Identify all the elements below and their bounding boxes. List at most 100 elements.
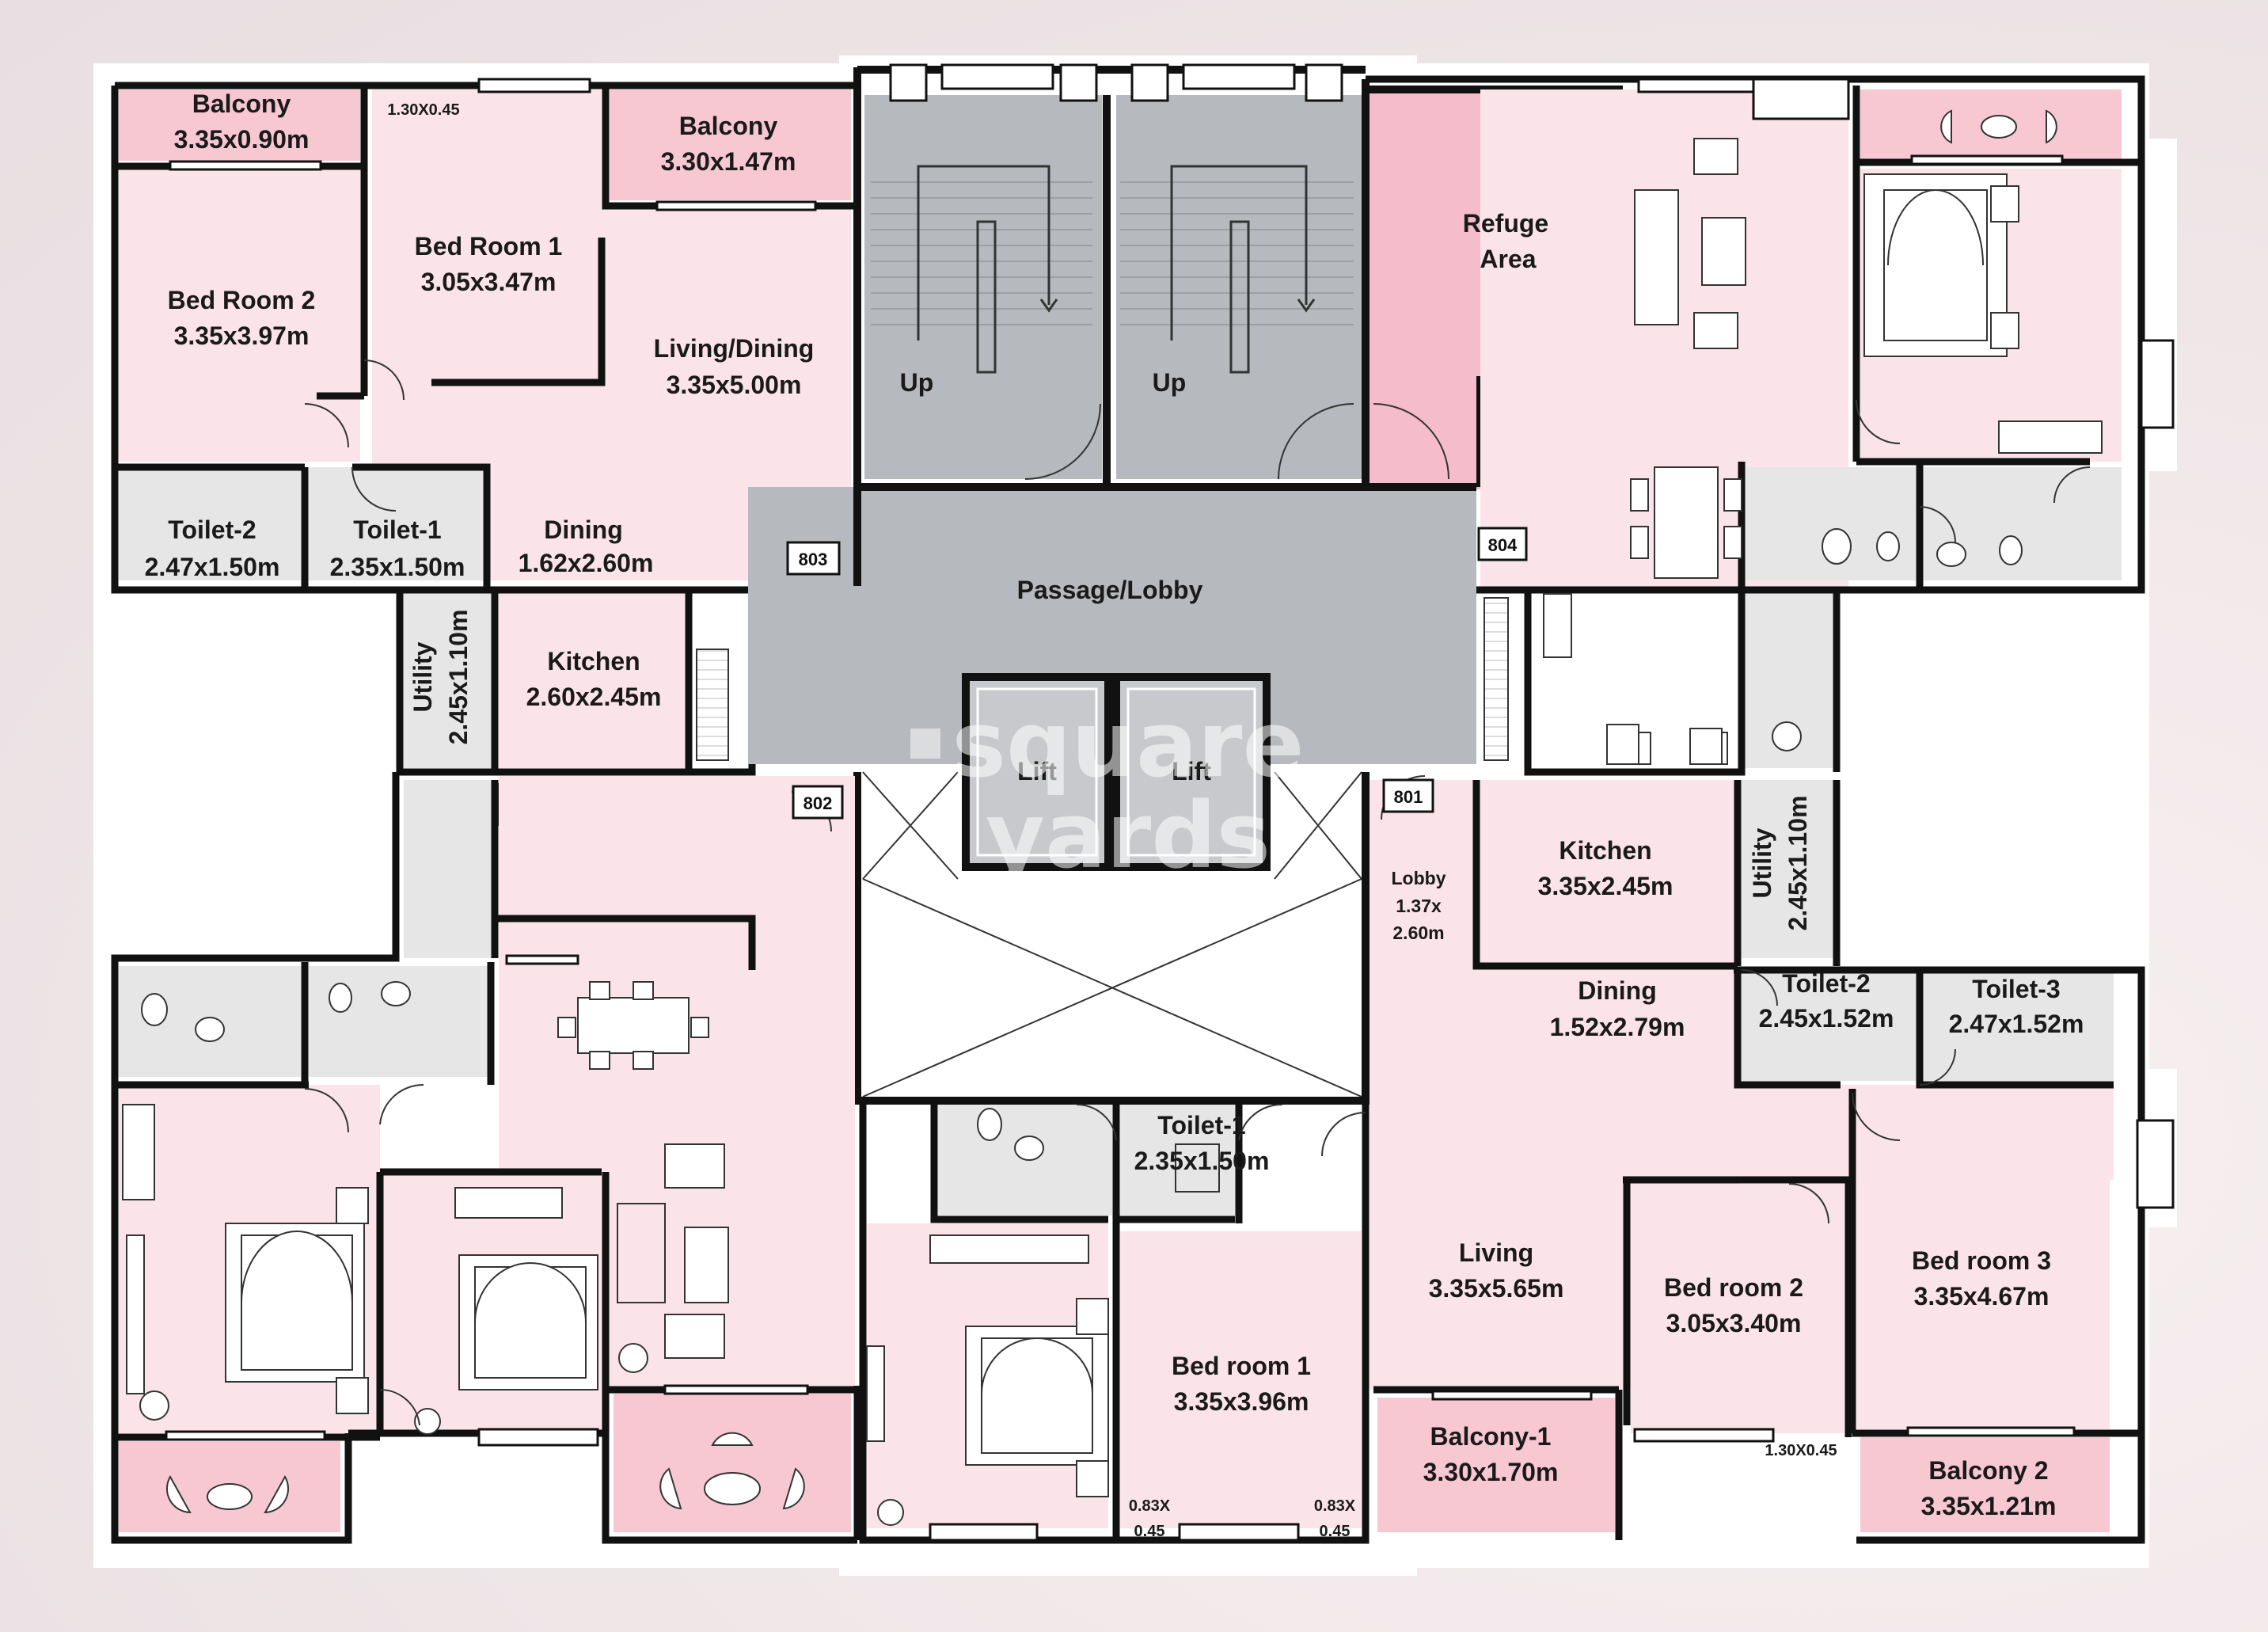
room-fill-801-bed-2 (1631, 1184, 1844, 1433)
flat-802 (111, 772, 861, 1544)
windows-801 (929, 1119, 2175, 1542)
label-801-bedroom-3-size: 3.35x4.67m (1914, 1282, 2050, 1311)
room-fill-801-utility (1742, 780, 1837, 958)
stair-right (1116, 95, 1362, 479)
label-core-lift-left: Lift (1017, 757, 1057, 786)
room-fill-803-utility (404, 590, 495, 768)
flat-tag-803: 803 (786, 541, 841, 576)
flat-tag-802-text: 802 (803, 793, 833, 813)
room-fill-803-kitchen (499, 590, 685, 768)
flat-tag-804: 804 (1477, 527, 1528, 561)
core-windows (889, 63, 1343, 102)
label-802-window-right-1: 0.83X (1314, 1497, 1356, 1515)
label-801-balcony-1-name: Balcony-1 (1430, 1422, 1552, 1451)
label-803-dining-name: Dining (544, 515, 623, 544)
label-803-toilet-1-size: 2.35x1.50m (330, 553, 465, 581)
room-fill-802-balcony-b (614, 1394, 851, 1532)
label-803-kitchen-size: 2.60x2.45m (526, 683, 662, 711)
label-801-utility-name: Utility (1748, 827, 1776, 898)
room-fill-801-balcony-2 (1860, 1437, 2110, 1532)
label-core-up-right: Up (1153, 368, 1187, 397)
label-803-balcony-b-size: 3.30x1.47m (661, 147, 796, 176)
label-803-balcony-a-size: 3.35x0.90m (174, 125, 310, 154)
label-803-window-note: 1.30X0.45 (387, 101, 459, 119)
label-801-living-size: 3.35x5.65m (1429, 1274, 1564, 1303)
flat-tag-804-text: 804 (1488, 535, 1518, 555)
label-801-balcony-2-name: Balcony 2 (1928, 1456, 2048, 1485)
room-fill-803-toilet-1 (309, 467, 483, 580)
room-fill-802-bed-1 (1120, 1231, 1362, 1528)
label-802-window-left-2: 0.45 (1134, 1523, 1165, 1540)
label-803-living-size: 3.35x5.00m (667, 371, 802, 399)
label-801-bedroom-3-name: Bed room 3 (1912, 1246, 2051, 1275)
label-803-bedroom-2-size: 3.35x3.97m (174, 321, 310, 350)
stair-treads (871, 181, 1354, 325)
windows-803 (169, 78, 817, 211)
room-fill-801-balcony-1 (1377, 1398, 1615, 1532)
walls-802 (111, 772, 861, 1544)
room-fill-801-toilet-3 (1924, 970, 2114, 1081)
room-fill-803-balcony-b (610, 89, 851, 200)
label-801-toilet-3-name: Toilet-3 (1972, 975, 2060, 1003)
stair-left (864, 95, 1102, 479)
label-803-utility-size: 2.45x1.10m (444, 610, 473, 745)
label-801-toilet-2-size: 2.45x1.52m (1759, 1004, 1894, 1033)
flat-804 (1366, 75, 2175, 776)
room-fill-803-toilet-2 (119, 467, 301, 580)
furniture-801 (866, 724, 1723, 1526)
label-803-bedroom-1-name: Bed Room 1 (415, 232, 563, 261)
furniture-804 (1484, 109, 2103, 765)
room-fill-802-passage (404, 780, 495, 958)
label-801-lobby-3: 2.60m (1392, 923, 1444, 943)
room-fill-801-bed-3 (1856, 1089, 2110, 1429)
label-801-living-name: Living (1459, 1238, 1533, 1267)
label-803-toilet-1-name: Toilet-1 (353, 515, 441, 544)
label-801-bedroom-2-name: Bed room 2 (1664, 1273, 1803, 1302)
room-fill-803-balcony-a (119, 89, 360, 161)
label-803-dining-size: 1.62x2.60m (519, 549, 654, 577)
label-801-window-note: 1.30X0.45 (1765, 1442, 1837, 1459)
label-801-lobby-1: Lobby (1392, 868, 1446, 888)
shaft-cross (862, 771, 1362, 1098)
label-801-utility-size: 2.45x1.10m (1784, 796, 1812, 931)
label-801-bedroom-2-size: 3.05x3.40m (1666, 1309, 1802, 1337)
label-803-balcony-a-name: Balcony (192, 89, 291, 118)
label-801-kitchen-name: Kitchen (1559, 836, 1651, 865)
room-fill-801-kitchen (1484, 780, 1734, 958)
label-core-lift-right: Lift (1172, 757, 1211, 786)
label-801-balcony-1-size: 3.30x1.70m (1423, 1458, 1559, 1486)
stair-handrails (917, 165, 1316, 374)
label-801-dining-name: Dining (1578, 976, 1657, 1005)
label-801-dining-size: 1.52x2.79m (1550, 1013, 1685, 1041)
label-802-bedroom-1-name: Bed room 1 (1172, 1352, 1311, 1380)
watermark-line-1: square (952, 692, 1305, 798)
windows-804 (1637, 78, 2175, 429)
label-803-utility-name: Utility (408, 641, 437, 712)
flat-tag-801: 801 (1382, 778, 1434, 813)
label-803-balcony-b-name: Balcony (679, 112, 778, 140)
label-801-toilet-3-size: 2.47x1.52m (1949, 1010, 2084, 1038)
label-802-bedroom-1-size: 3.35x3.96m (1174, 1387, 1309, 1416)
label-core-passage: Passage/Lobby (1017, 576, 1203, 604)
watermark-logo: square yards (910, 692, 1304, 889)
label-801-lobby-2: 1.37x (1396, 896, 1442, 916)
room-fill-804-toilet-a (1746, 467, 1916, 580)
label-802-window-left-1: 0.83X (1129, 1497, 1171, 1515)
label-core-up-left: Up (900, 368, 934, 397)
windows-802 (165, 954, 809, 1447)
label-801-kitchen-size: 3.35x2.45m (1538, 872, 1673, 900)
label-803-living-name: Living/Dining (654, 334, 815, 363)
label-802-toilet-1-name: Toilet-1 (1157, 1111, 1245, 1139)
room-fill-801-toilet-2 (1738, 970, 1920, 1081)
label-803-kitchen-name: Kitchen (547, 647, 640, 675)
label-802-window-right-2: 0.45 (1320, 1523, 1351, 1540)
room-fill-803-bedroom-2 (119, 169, 360, 462)
label-803-bedroom-1-size: 3.05x3.47m (421, 268, 557, 296)
label-802-toilet-1-size: 2.35x1.50m (1134, 1147, 1270, 1175)
flat-tag-802: 802 (792, 785, 844, 820)
flat-tag-803-text: 803 (799, 550, 828, 569)
label-core-refuge-1: Refuge (1463, 209, 1548, 238)
lift-left (962, 673, 1112, 871)
doors-801 (1076, 775, 1956, 1224)
